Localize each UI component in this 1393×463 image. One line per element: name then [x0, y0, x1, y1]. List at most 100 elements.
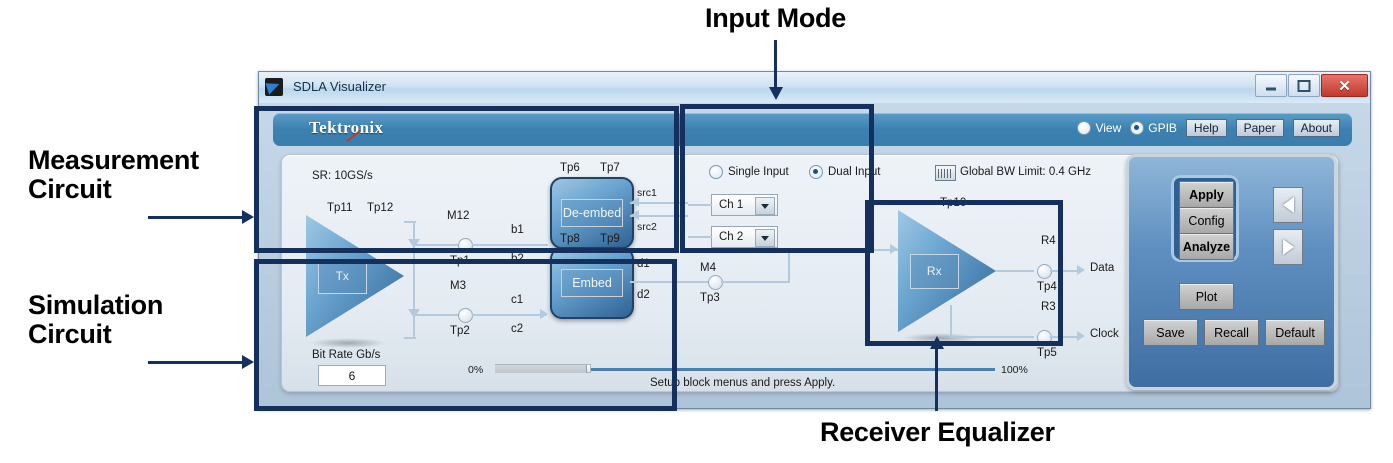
- arrow-rx-in: [890, 244, 898, 254]
- r3-label: R3: [1041, 301, 1056, 313]
- save-button[interactable]: Save: [1143, 319, 1198, 346]
- view-radio[interactable]: [1077, 121, 1092, 135]
- triangle-left-icon: [1282, 197, 1294, 213]
- wire-m12-out: [472, 244, 548, 246]
- measurement-circuit-label: Measurement Circuit: [28, 145, 199, 205]
- about-button[interactable]: About: [1292, 119, 1340, 137]
- gpib-radio-group[interactable]: GPIB: [1130, 121, 1177, 135]
- recall-button[interactable]: Recall: [1204, 319, 1259, 346]
- tx-amplifier[interactable]: Tx: [306, 215, 404, 348]
- input-mode-leader-line: [774, 40, 777, 89]
- single-input-radio-group[interactable]: Single Input: [709, 165, 789, 179]
- m12-label: M12: [447, 210, 470, 222]
- deembed-block-label: De-embed: [561, 199, 623, 227]
- dual-input-radio[interactable]: [809, 165, 823, 179]
- bw-limit-icon[interactable]: [935, 165, 956, 181]
- wire-m12-in: [413, 244, 465, 246]
- sample-rate-label: SR: 10GS/s: [312, 170, 373, 182]
- wire-m4-out: [721, 281, 789, 283]
- wire-tx-bottom-stub: [404, 337, 416, 339]
- b1-label: b1: [511, 224, 524, 236]
- close-button[interactable]: ✕: [1321, 74, 1368, 97]
- simulation-leader-line: [148, 361, 244, 364]
- receiver-equalizer-leader-line: [935, 348, 938, 411]
- arrow-src1: [631, 197, 639, 207]
- plot-button[interactable]: Plot: [1179, 283, 1234, 310]
- single-input-label: Single Input: [728, 166, 789, 178]
- paper-button[interactable]: Paper: [1235, 119, 1284, 137]
- prev-button[interactable]: [1273, 187, 1303, 223]
- minimize-button[interactable]: [1255, 74, 1287, 97]
- single-input-radio[interactable]: [709, 165, 723, 179]
- simulation-circuit-box: [254, 259, 677, 411]
- wire-clock-out: [1050, 336, 1080, 338]
- bit-rate-input[interactable]: 6: [318, 365, 386, 386]
- default-button[interactable]: Default: [1265, 319, 1325, 346]
- next-button[interactable]: [1273, 229, 1303, 265]
- wire-m3-in: [413, 314, 465, 316]
- d2-label: d2: [637, 289, 650, 301]
- analyze-button[interactable]: Analyze: [1179, 233, 1234, 260]
- wire-tx-top-stub: [404, 221, 416, 223]
- arrow-tx-down-branch: [408, 309, 420, 318]
- progress-min-label: 0%: [468, 364, 484, 376]
- dual-input-radio-group[interactable]: Dual Input: [809, 165, 880, 179]
- matlab-icon: [265, 78, 283, 96]
- control-panel: Apply Config Analyze Plot Save Recall De…: [1126, 154, 1337, 390]
- tp11-label: Tp11: [327, 202, 353, 214]
- measurement-leader-line: [148, 216, 244, 219]
- chevron-down-icon[interactable]: [755, 197, 775, 215]
- simulation-arrow-head: [242, 355, 254, 369]
- global-bw-label: Global BW Limit: 0.4 GHz: [960, 166, 1092, 178]
- rx-amplifier[interactable]: Rx: [898, 210, 996, 343]
- deembed-block[interactable]: De-embed: [550, 177, 634, 249]
- data-label: Data: [1090, 262, 1115, 274]
- arrow-clock: [1077, 331, 1085, 341]
- arrow-src2: [631, 210, 639, 220]
- embed-block-label: Embed: [561, 269, 623, 297]
- rx-block-label: Rx: [909, 253, 959, 289]
- c1-label: c1: [511, 294, 524, 306]
- channel1-value: Ch 1: [719, 199, 744, 211]
- tp7-label: Tp7: [600, 162, 620, 174]
- receiver-equalizer-label: Receiver Equalizer: [820, 417, 1055, 447]
- channel1-select[interactable]: Ch 1: [711, 194, 778, 216]
- r4-label: R4: [1041, 235, 1056, 247]
- wire-ch1-in: [688, 204, 712, 206]
- progress-max-label: 100%: [1001, 364, 1028, 376]
- tp9-label: Tp9: [600, 233, 620, 245]
- wire-clock-riser: [950, 305, 952, 337]
- wire-clock-in: [950, 336, 1034, 338]
- gpib-radio[interactable]: [1130, 121, 1145, 135]
- view-radio-group[interactable]: View: [1077, 121, 1121, 135]
- clock-label: Clock: [1090, 328, 1119, 340]
- arrow-data: [1077, 265, 1085, 275]
- channel2-value: Ch 2: [719, 231, 744, 243]
- tp4-label: Tp4: [1037, 281, 1057, 293]
- window-title: SDLA Visualizer: [293, 79, 386, 94]
- help-button[interactable]: Help: [1185, 119, 1227, 137]
- wire-data-out: [1050, 270, 1080, 272]
- triangle-right-icon: [1282, 239, 1294, 255]
- progress-bar: [495, 363, 995, 374]
- channel2-select[interactable]: Ch 2: [711, 226, 778, 248]
- progress-rail: [591, 368, 995, 371]
- measurement-circuit-box: [254, 106, 679, 253]
- m3-label: M3: [450, 280, 466, 292]
- title-bar: SDLA Visualizer ✕: [259, 72, 1370, 104]
- tp5-label: Tp5: [1037, 347, 1057, 359]
- input-mode-box: [680, 104, 874, 253]
- apply-button[interactable]: Apply: [1179, 181, 1234, 208]
- wire-tx-trunk: [413, 221, 415, 339]
- config-button[interactable]: Config: [1179, 207, 1234, 234]
- maximize-button[interactable]: [1288, 74, 1320, 97]
- receiver-equalizer-arrow-head: [930, 336, 944, 349]
- chevron-down-icon[interactable]: [755, 229, 775, 247]
- wire-data-in: [996, 270, 1034, 272]
- simulation-circuit-label: Simulation Circuit: [28, 290, 164, 350]
- measurement-arrow-head: [242, 210, 254, 224]
- window-buttons: ✕: [1255, 74, 1368, 97]
- wire-ch2-in: [688, 236, 712, 238]
- m4-label: M4: [700, 262, 716, 274]
- src2-label: src2: [637, 221, 657, 233]
